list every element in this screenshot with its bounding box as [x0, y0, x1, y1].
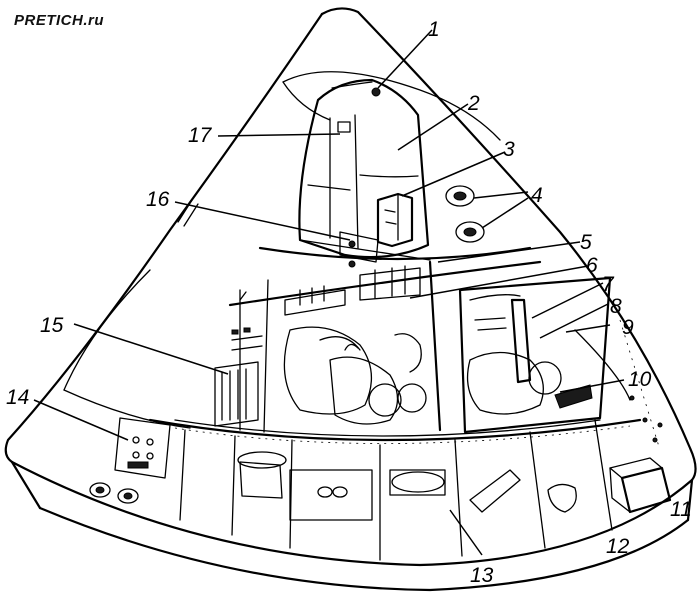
shell-marks	[177, 199, 247, 301]
callout-16: 16	[146, 188, 170, 211]
thruster-block	[609, 457, 672, 514]
callout-2: 2	[467, 92, 480, 115]
callout-9: 9	[622, 316, 634, 339]
side-windows	[445, 185, 485, 243]
instrument-panels	[114, 327, 263, 479]
tunnel-structure	[298, 78, 431, 268]
callout-4: 4	[531, 184, 543, 207]
callout-6: 6	[586, 254, 598, 277]
callout-12: 12	[606, 535, 630, 558]
callout-15: 15	[40, 314, 64, 337]
callout-5: 5	[580, 231, 592, 254]
callout-10: 10	[628, 368, 652, 391]
leader-lines	[33, 29, 625, 556]
callout-17: 17	[188, 124, 213, 147]
callout-8: 8	[610, 295, 622, 318]
watermark-text: PRETICH.ru	[14, 12, 105, 29]
callout-13: 13	[470, 564, 494, 587]
callout-1: 1	[428, 18, 440, 41]
callout-labels: 1 2 3 4 5 6 7 8 9 10 11 12 13 14 15 16 1…	[6, 18, 692, 587]
callout-14: 14	[6, 386, 29, 409]
outer-shell	[4, 7, 697, 592]
crew-compartment	[148, 246, 642, 442]
callout-11: 11	[670, 498, 692, 521]
callout-3: 3	[503, 138, 515, 161]
equipment-bay	[89, 319, 663, 561]
callout-7: 7	[602, 273, 615, 296]
